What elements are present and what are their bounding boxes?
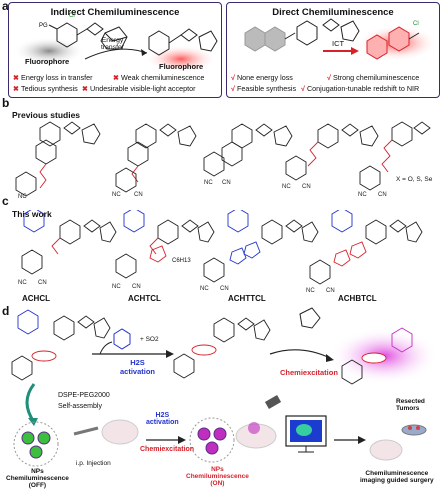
achtcl-structure (115, 210, 215, 279)
indirect-bullet-2: ✖Weak chemiluminescence (113, 73, 205, 82)
ict-label: ICT (332, 39, 345, 48)
svg-text:CN: CN (378, 192, 387, 198)
panel-d-letter: d (2, 304, 10, 318)
panel-c-letter: c (2, 194, 9, 208)
direct-box: Direct Chemiluminescence Cl ICT √None en… (226, 2, 440, 98)
h2s-activation-label-2: H2S activation (146, 412, 179, 426)
nps-on-cluster (189, 417, 235, 463)
compound-name-4: ACHBTCL (338, 294, 377, 303)
nps-off-cluster (13, 421, 59, 467)
this-work-structures: NC CN NC CN NC CN NC CN (18, 210, 423, 294)
svg-text:NC: NC (112, 192, 121, 198)
svg-text:NC: NC (18, 280, 27, 286)
resected-tumors-label: Resected Tumors (396, 398, 425, 412)
svg-text:CN: CN (132, 284, 141, 290)
byproduct-structure (113, 328, 131, 350)
svg-text:CN: CN (134, 192, 143, 198)
svg-text:CN: CN (326, 288, 335, 294)
direct-bullet-1: √None energy loss (231, 73, 293, 82)
svg-text:NC: NC (204, 180, 213, 186)
indirect-scheme: PG Cl (13, 13, 218, 73)
compound-name-3: ACHTTCL (228, 294, 266, 303)
nps-on-label: NPs Chemiluminescence (ON) (186, 466, 249, 487)
svg-text:Cl: Cl (69, 13, 75, 19)
energy-transfer-label: Energy transfer (101, 37, 125, 51)
svg-text:PG: PG (39, 23, 48, 29)
svg-text:CN: CN (38, 280, 47, 286)
prev-structure-5 (359, 121, 431, 191)
compound-name-2: ACHTCL (128, 294, 161, 303)
achbtcl-structure (309, 210, 423, 285)
prev-structure-3 (203, 123, 293, 177)
svg-text:NC: NC (112, 284, 121, 290)
nanoprep-label: DSPE-PEG2000 Self-assembly (58, 392, 110, 411)
panel-d-scheme (11, 307, 438, 467)
so2-label: + SO2 (140, 336, 159, 343)
svg-text:NC: NC (200, 286, 209, 292)
direct-bullet-4: √Conjugation-tunable redshift to NIR (301, 84, 420, 93)
panel-b-letter: b (2, 96, 10, 110)
achcl-structure (21, 210, 117, 275)
svg-text:Cl: Cl (413, 21, 419, 27)
probe-start (11, 309, 111, 381)
indirect-bullet-1: ✖Energy loss in transfer (13, 73, 93, 82)
achttcl-structure (203, 210, 319, 283)
hexyl-substituent: C6H13 (172, 258, 191, 264)
prev-structure-1 (15, 121, 101, 197)
svg-text:NC: NC (282, 184, 291, 190)
panel-c-title: This work (12, 209, 52, 219)
direct-bullet-3: √Feasible synthesis (231, 84, 297, 93)
direct-title: Direct Chemiluminescence (272, 7, 394, 18)
chemiexcitation-label-2: Chemiexcitation (140, 446, 195, 453)
indirect-box: Indirect Chemiluminescence PG Cl (8, 2, 222, 98)
cn-groups: NC NC CN NC CN NC CN NC CN (18, 180, 387, 198)
intermediate (173, 317, 271, 379)
compound-name-1: ACHCL (22, 294, 50, 303)
panel-b-title: Previous studies (12, 110, 81, 120)
fluorophore-right-label: Fluorophore (159, 62, 204, 71)
svg-text:NC: NC (358, 192, 367, 198)
svg-text:CN: CN (222, 180, 231, 186)
indirect-bullet-3: ✖Tedious synthesis (13, 84, 78, 93)
fluorophore-left-label: Fluorophore (25, 57, 70, 66)
direct-scheme: Cl (244, 18, 437, 61)
h2s-activation-label: H2S activation (120, 358, 156, 376)
nps-off-label: NPs Chemiluminescence (OFF) (6, 468, 69, 489)
adamantanone (299, 307, 321, 329)
injection-label: i.p. Injection (76, 460, 111, 467)
indirect-title: Indirect Chemiluminescence (50, 7, 180, 18)
prev-structure-2 (115, 123, 197, 193)
chemiexcitation-label: Chemiexcitation (280, 368, 338, 377)
svg-text:CN: CN (220, 286, 229, 292)
panel-a-letter: a (2, 0, 9, 13)
indirect-bullet-4: ✖Undesirable visible-light acceptor (82, 84, 196, 93)
emitter (341, 327, 413, 385)
direct-bullet-2: √Strong chemiluminescence (327, 73, 420, 82)
surgery-label: Chemiluminescence imaging guided surgery (360, 470, 434, 484)
svg-text:NC: NC (18, 194, 27, 198)
previous-studies-structures: NC NC CN NC CN NC CN NC CN (15, 121, 431, 198)
x-note: X = O, S, Se (396, 176, 433, 183)
prev-structure-4 (285, 123, 379, 181)
svg-text:NC: NC (306, 288, 315, 294)
svg-text:CN: CN (302, 184, 311, 190)
